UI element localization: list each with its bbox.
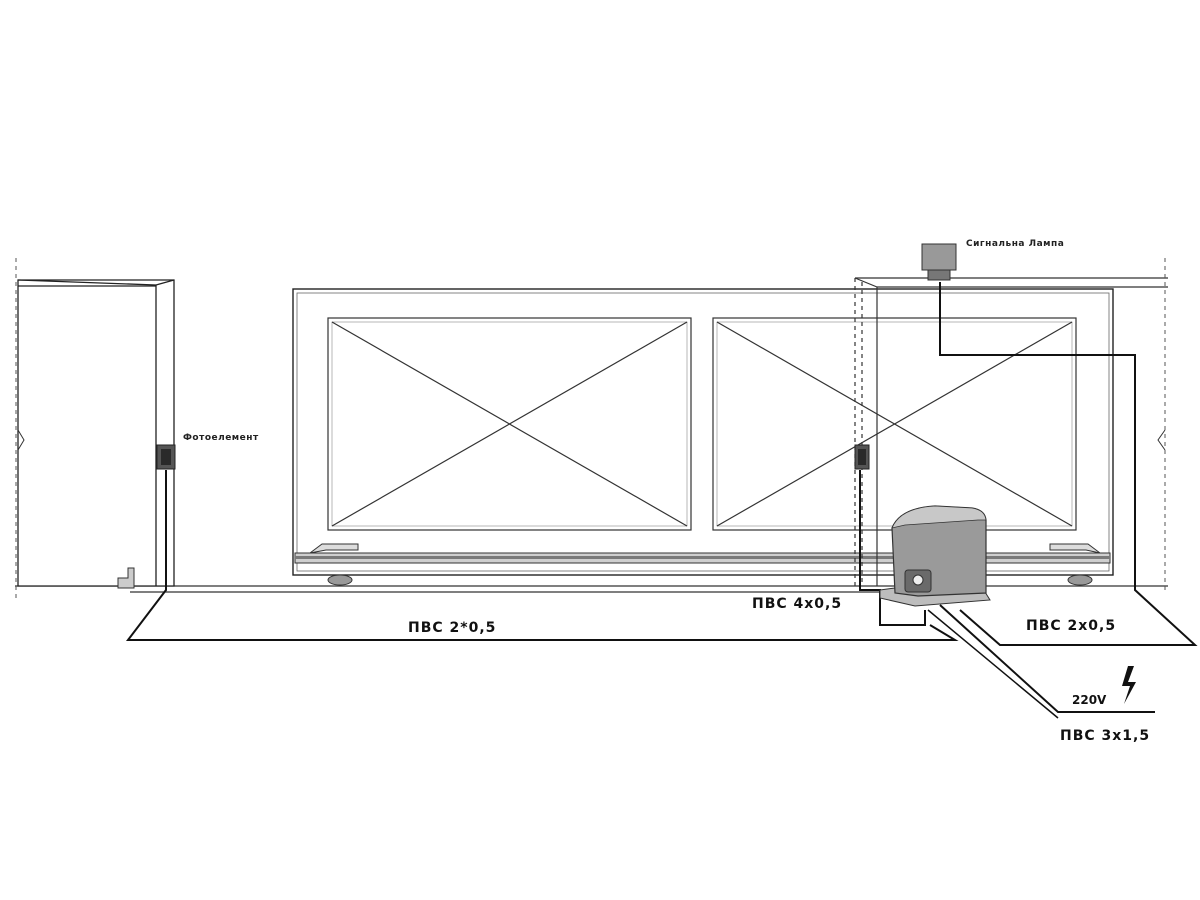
gate-motor (879, 505, 991, 607)
cable-left-label: ПВС 2*0,5 (408, 620, 496, 636)
power-cable-second-line (927, 609, 1059, 719)
left-pillar-break-mark (17, 429, 25, 451)
lightning-bolt-icon (1122, 666, 1136, 704)
right-pillar (854, 277, 1168, 586)
gate-panel-1 (327, 317, 692, 531)
gate-wheel-right (1067, 574, 1093, 586)
gate-stopper-bracket (117, 567, 135, 589)
signal-lamp (921, 243, 957, 281)
photocell-left-cable (125, 470, 959, 641)
photocell-right-cable (859, 470, 926, 626)
cable-lamp-label: ПВС 2х0,5 (1026, 618, 1116, 634)
photocell-label: Фотоелемент (183, 433, 259, 443)
gear-rack (294, 552, 1111, 564)
ground-line (15, 585, 1168, 593)
cable-motor-label: ПВС 4х0,5 (752, 596, 842, 612)
cable-power-label: ПВС 3х1,5 (1060, 728, 1150, 744)
limit-plate-left (309, 543, 359, 554)
left-pillar (17, 279, 175, 587)
photocell-right (854, 444, 870, 470)
limit-plate-right (1049, 543, 1101, 554)
right-pillar-break-mark (1157, 429, 1166, 451)
signal-lamp-label: Сигнальна Лампа (966, 239, 1064, 249)
signal-lamp-cable (939, 282, 1198, 646)
power-cable (939, 604, 1155, 713)
voltage-label: 220V (1072, 693, 1107, 707)
sliding-gate (292, 288, 1114, 586)
photocell-left (156, 444, 176, 470)
gate-wheel-left (327, 574, 353, 586)
